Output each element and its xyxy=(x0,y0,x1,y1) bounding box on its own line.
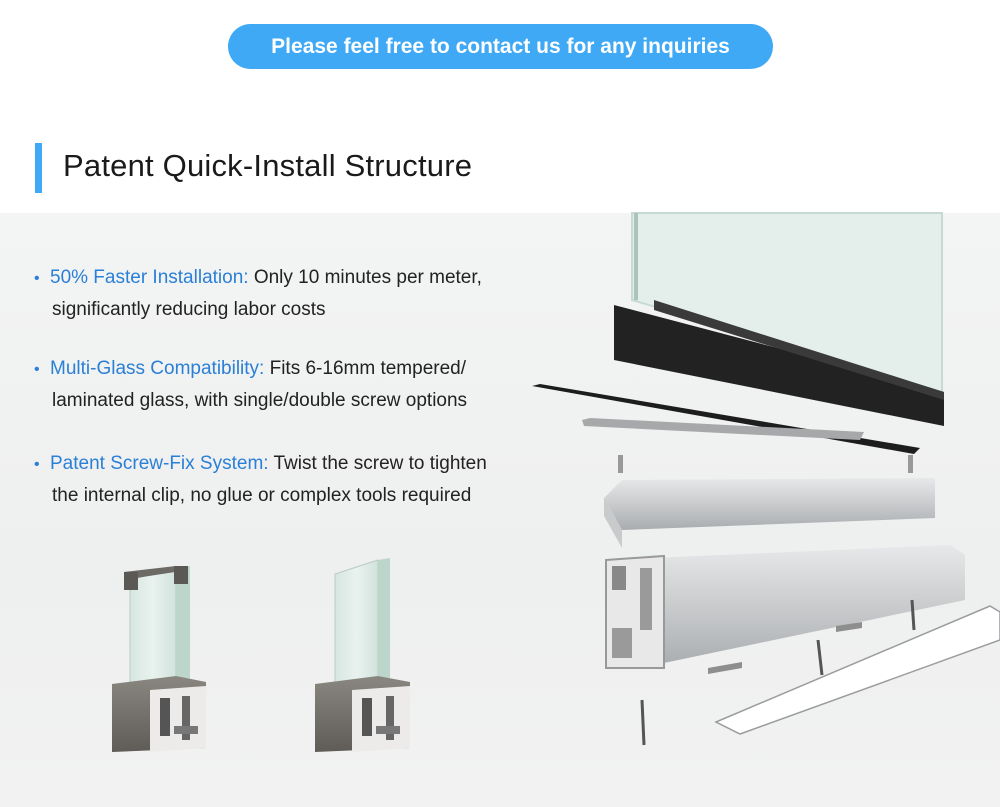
feature-item-glass-compat: • Multi-Glass Compatibility: Fits 6-16mm … xyxy=(34,353,467,416)
feature-highlight: 50% Faster Installation: xyxy=(50,267,249,288)
feature-text-line2: laminated glass, with single/double scre… xyxy=(52,390,468,411)
feature-item-screw-fix: • Patent Screw-Fix System: Twist the scre… xyxy=(34,448,487,511)
feature-item-faster-install: • 50% Faster Installation: Only 10 minute… xyxy=(34,262,482,325)
feature-highlight: Patent Screw-Fix System: xyxy=(50,453,269,474)
section-title: Patent Quick-Install Structure xyxy=(63,148,473,183)
feature-text: Fits 6-16mm tempered/ xyxy=(264,358,466,379)
feature-text-line2: the internal clip, no glue or complex to… xyxy=(52,485,472,506)
feature-text-line2: significantly reducing labor costs xyxy=(52,299,326,320)
feature-text: Only 10 minutes per meter, xyxy=(248,267,482,288)
contact-us-button[interactable]: Please feel free to contact us for any i… xyxy=(228,24,773,69)
bullet-icon: • xyxy=(34,270,40,287)
feature-highlight: Multi-Glass Compatibility: xyxy=(50,358,265,379)
title-accent-bar xyxy=(35,143,42,193)
bullet-icon: • xyxy=(34,456,40,473)
bullet-icon: • xyxy=(34,361,40,378)
feature-text: Twist the screw to tighten xyxy=(268,453,487,474)
